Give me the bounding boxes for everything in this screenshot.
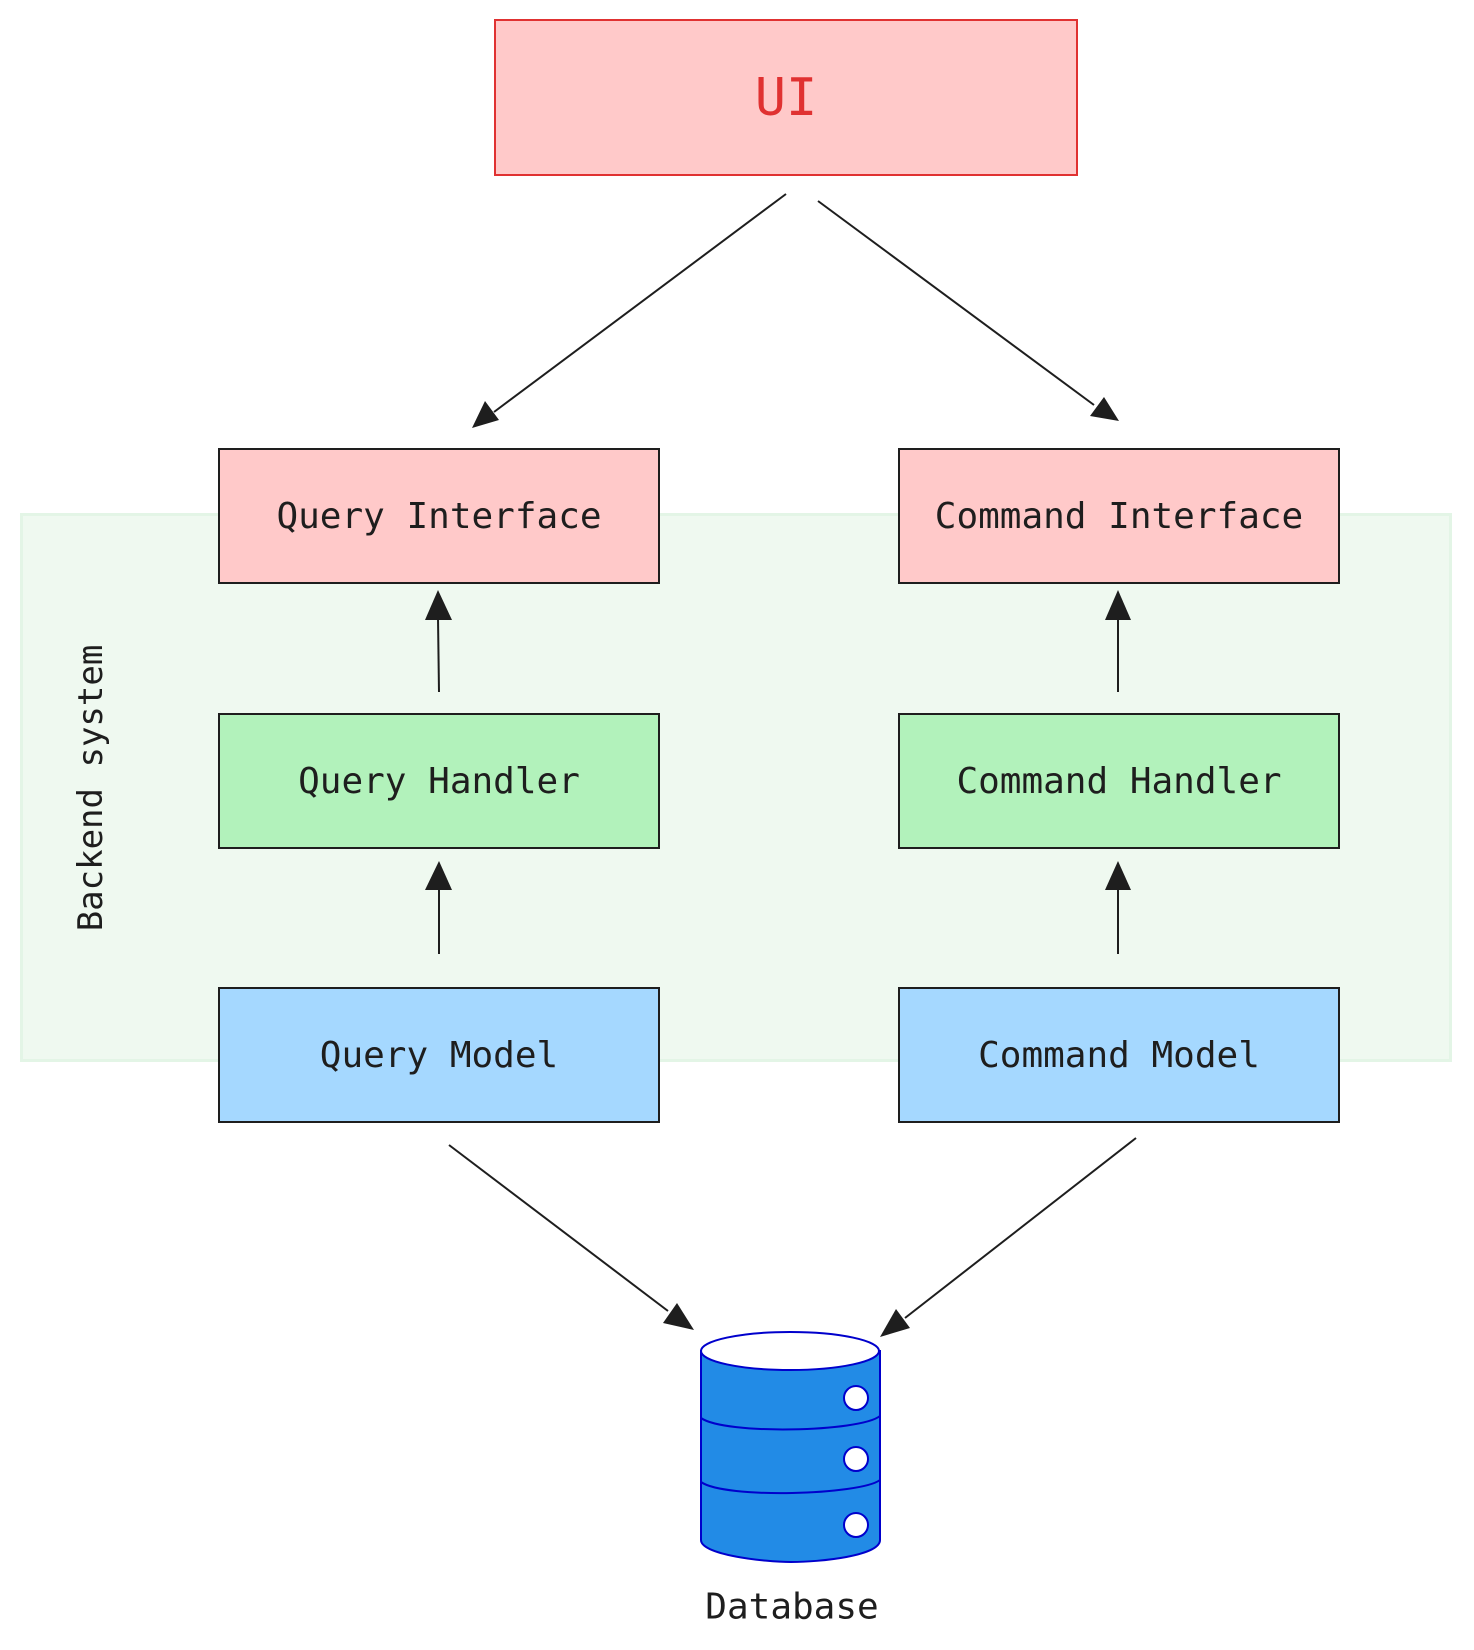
database-label: Database <box>705 1586 879 1628</box>
query-handler-node[interactable]: Query Handler <box>218 713 660 849</box>
edge-query-model-to-database <box>448 1144 694 1330</box>
edge-command-model-to-database <box>880 1137 1137 1337</box>
edge-query-handler-to-query-interface <box>425 590 452 693</box>
command-model-node[interactable]: Command Model <box>898 987 1340 1123</box>
ui-node[interactable]: UI <box>494 19 1078 176</box>
edge-ui-to-query-interface <box>472 193 787 428</box>
edge-query-model-to-query-handler <box>425 861 452 954</box>
edge-command-handler-to-command-interface <box>1105 590 1131 692</box>
edge-command-model-to-command-handler <box>1105 861 1131 954</box>
database-icon <box>700 1331 881 1564</box>
command-interface-node[interactable]: Command Interface <box>898 448 1340 584</box>
edge-ui-to-command-interface <box>817 200 1119 421</box>
query-model-node[interactable]: Query Model <box>218 987 660 1123</box>
query-interface-node[interactable]: Query Interface <box>218 448 660 584</box>
command-handler-node[interactable]: Command Handler <box>898 713 1340 849</box>
